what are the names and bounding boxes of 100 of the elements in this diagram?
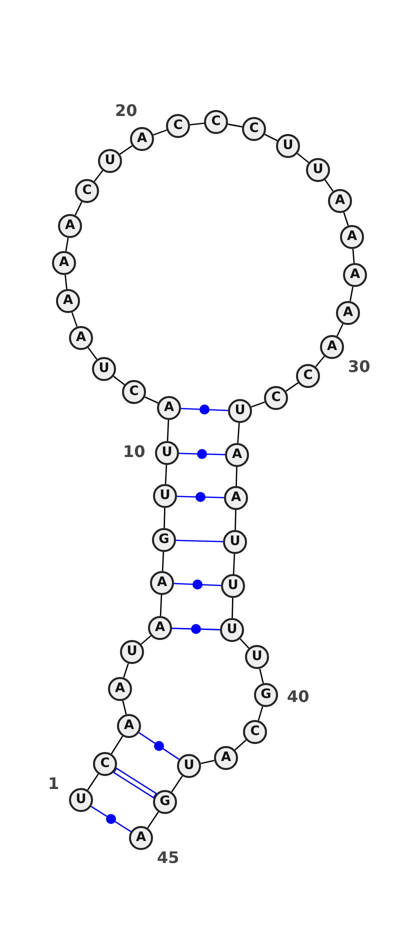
backbone-line <box>160 594 162 616</box>
backbone-line <box>343 212 349 226</box>
backbone-line <box>190 122 204 126</box>
nucleotide-circle: U <box>223 530 247 554</box>
backbone-line <box>232 598 234 618</box>
nucleotide-circle: A <box>148 616 172 640</box>
nucleotide-circle: C <box>242 117 266 141</box>
base-pair-line <box>176 540 224 542</box>
nucleotide-circle: U <box>153 484 177 508</box>
backbone-line <box>324 179 334 192</box>
nucleotide-circle: A <box>225 443 249 467</box>
backbone-line <box>123 663 129 678</box>
nucleotide-circle: U <box>98 149 122 173</box>
nucleotide-circle: C <box>243 720 267 744</box>
nucleotide-circle: A <box>129 826 153 850</box>
backbone-line <box>232 554 236 574</box>
nucleotide-circle: U <box>306 158 330 182</box>
nucleotide-circle: C <box>93 752 117 776</box>
base-pair-line <box>176 492 224 502</box>
backbone-line <box>286 382 298 392</box>
backbone-line <box>74 202 82 216</box>
backbone-line <box>251 401 265 408</box>
position-number: 45 <box>157 849 180 867</box>
backbone-line <box>162 552 164 572</box>
nucleotide-circle: G <box>152 528 176 552</box>
nucleotide-circle: A <box>214 746 238 770</box>
position-number: 10 <box>123 443 146 461</box>
nucleotide-circle: A <box>340 225 364 249</box>
backbone-line <box>71 312 78 327</box>
backbone-line <box>228 124 242 128</box>
nucleotide-circle: A <box>336 301 360 325</box>
backbone-line <box>315 356 325 368</box>
backbone-line <box>258 706 264 721</box>
base-pair-line <box>180 404 228 414</box>
nucleotide-circle: U <box>276 134 300 158</box>
backbone-line <box>65 238 69 252</box>
nucleotide-circle: G <box>254 683 278 707</box>
base-pair-line <box>174 580 222 590</box>
nucleotide-circle: C <box>296 364 320 388</box>
nucleotide-circle: A <box>150 571 174 595</box>
base-pair-line <box>90 806 132 832</box>
nucleotide-circle: C <box>264 386 288 410</box>
backbone-line <box>164 508 166 528</box>
nucleotide-circle: A <box>52 251 76 275</box>
backbone-line <box>350 286 354 302</box>
nucleotide-circle: A <box>224 486 248 510</box>
nucleotide-circle: A <box>69 326 93 350</box>
backbone-line <box>237 422 240 444</box>
nucleotide-circle: U <box>155 441 179 465</box>
backbone-line <box>144 396 158 404</box>
nucleotide-circle: A <box>328 189 352 213</box>
nucleotide-circle: U <box>220 618 244 642</box>
nucleotide-circle: A <box>157 396 181 420</box>
nucleotide-circle: A <box>320 335 344 359</box>
nucleotide-circle: U <box>92 357 116 381</box>
base-pair-line <box>178 449 226 459</box>
backbone-line <box>113 376 125 386</box>
backbone-line <box>234 510 236 530</box>
backbone-line <box>200 760 214 764</box>
nucleotide-circle: U <box>177 754 201 778</box>
backbone-line <box>147 812 159 828</box>
backbone-line <box>110 736 124 754</box>
nucleotide-circle: A <box>130 127 154 151</box>
backbone-line <box>240 638 250 649</box>
nucleotide-circle: A <box>108 677 132 701</box>
base-pair-line <box>138 732 180 760</box>
base-pair-line <box>172 624 220 634</box>
nucleotide-circle: A <box>343 263 367 287</box>
backbone-line <box>166 420 170 442</box>
backbone-line <box>140 635 152 645</box>
backbone-line <box>87 774 99 790</box>
base-pair-line <box>112 767 158 799</box>
nucleotide-circle: A <box>58 214 82 238</box>
backbone-line <box>259 668 264 684</box>
backbone-line <box>153 129 167 136</box>
backbone-line <box>171 776 183 792</box>
backbone-line <box>234 740 246 750</box>
backbone-line <box>264 134 278 142</box>
position-number: 30 <box>348 358 370 376</box>
backbone-line <box>296 152 310 164</box>
position-number: 20 <box>115 102 138 120</box>
nucleotide-circle: U <box>69 788 93 812</box>
backbone-line <box>352 248 355 264</box>
backbone-line <box>64 274 68 290</box>
position-number: 40 <box>287 688 310 706</box>
nucleotide-circle: U <box>221 574 245 598</box>
nucleotide-circle: C <box>75 179 99 203</box>
nucleotide-circle: C <box>166 114 190 138</box>
nucleotide-circle: A <box>56 289 80 313</box>
position-number: 1 <box>48 775 60 793</box>
backbone-line <box>164 464 168 484</box>
nucleotide-circle: A <box>117 714 141 738</box>
nucleotide-circle: U <box>120 640 144 664</box>
backbone-line <box>94 170 104 182</box>
nucleotide-circle: C <box>204 110 228 134</box>
nucleotide-circle: U <box>228 399 252 423</box>
backbone-line <box>88 347 98 360</box>
nucleotide-circle: C <box>122 380 146 404</box>
nucleotide-circle: G <box>153 790 177 814</box>
backbone-line <box>336 324 344 336</box>
